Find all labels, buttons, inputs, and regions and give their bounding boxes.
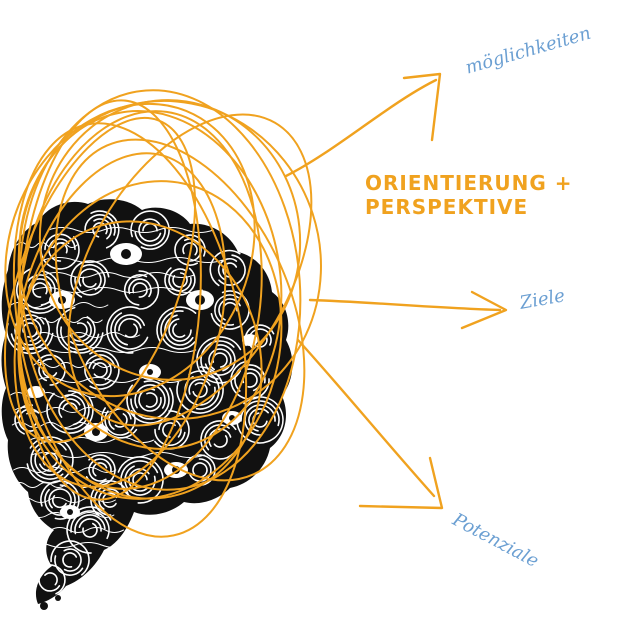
arrow-to-moeglichkeiten [284,72,442,178]
scribble-loop [54,138,306,482]
doodle-dot [55,595,61,601]
doodle-cloud-illustration [1,199,293,610]
scribble-loop [12,122,248,538]
scribble-loop [67,113,313,427]
doodle-dot [40,602,48,610]
arrow-to-potenziale [296,338,444,510]
orange-scribble [3,89,322,538]
scribble-loop [18,99,202,501]
scribble-loop [38,99,302,381]
headline-line-2: PERSPEKTIVE [365,195,529,219]
scribble-loop [3,116,197,444]
headline-line-1: ORIENTIERUNG + [365,171,573,195]
arrow-to-ziele [308,290,508,330]
